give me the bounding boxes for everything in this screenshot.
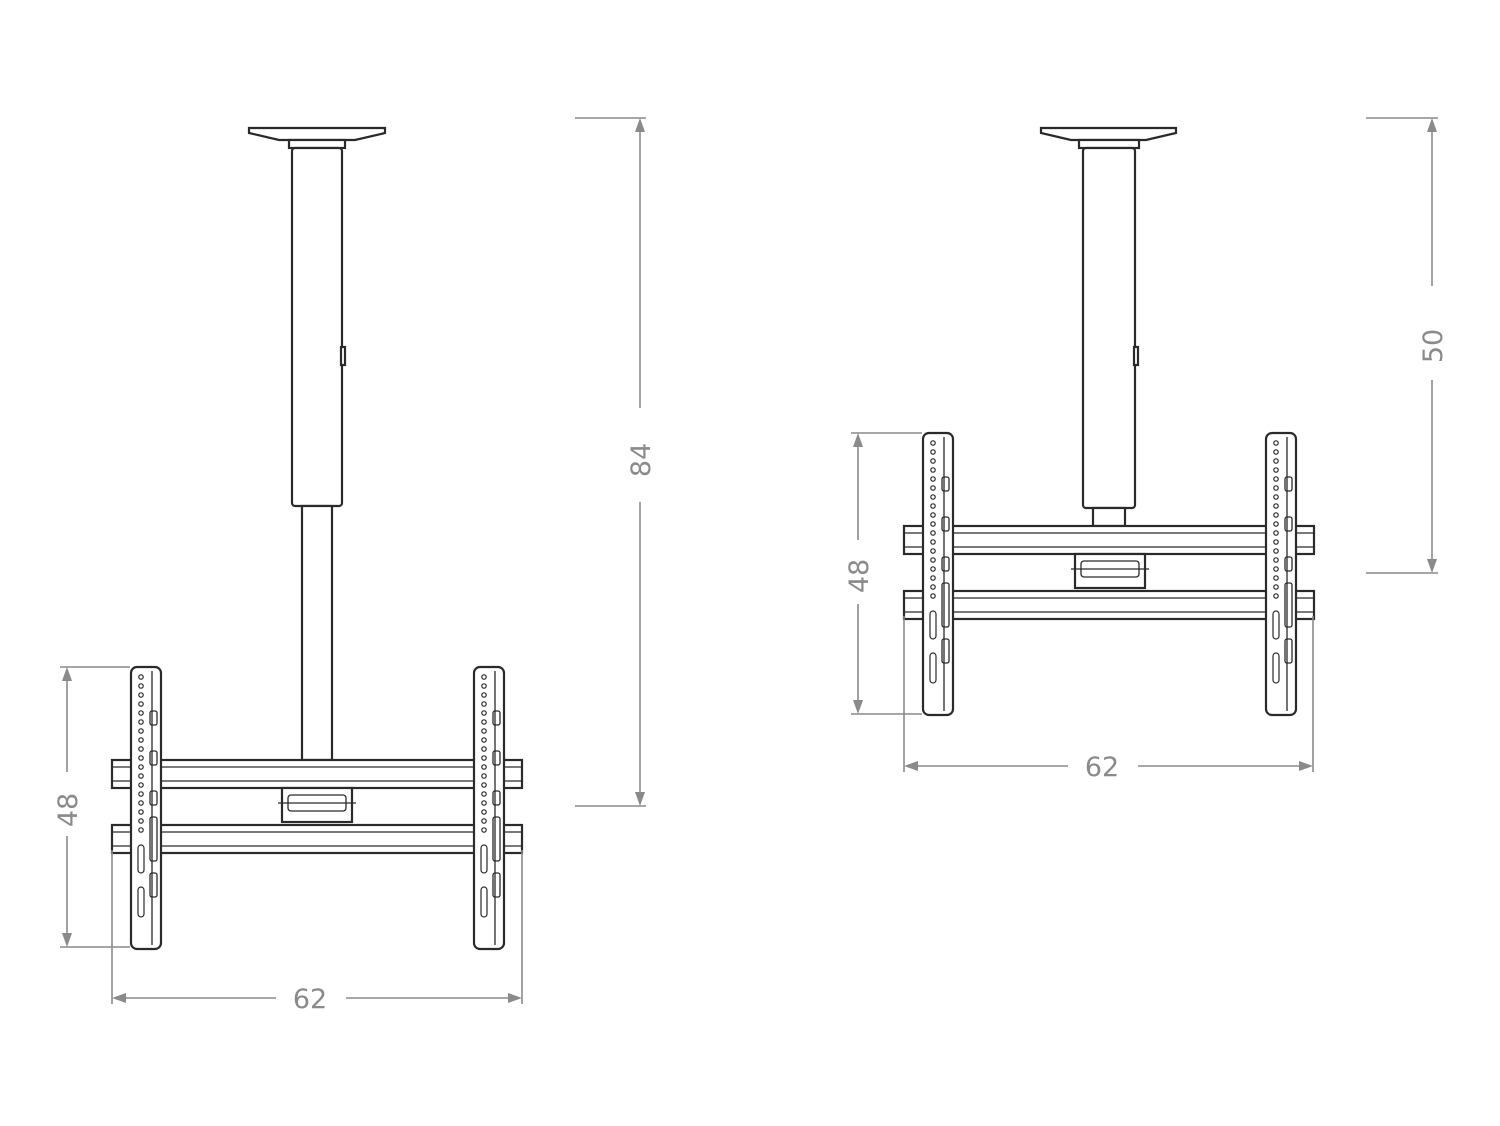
height-label: 84 xyxy=(626,443,657,477)
left-plate xyxy=(129,665,163,951)
retracted-mount-drawing xyxy=(902,126,1316,717)
retracted-dimensions: 50 48 62 xyxy=(844,117,1449,783)
width-label: 62 xyxy=(293,984,327,1015)
tilt-bracket xyxy=(280,786,354,824)
sleeve-collar xyxy=(287,138,347,150)
extended-mount-drawing xyxy=(110,126,524,951)
outer-pole xyxy=(290,146,344,508)
plate-height-label: 48 xyxy=(844,559,875,593)
tilt-bracket xyxy=(1073,552,1147,590)
right-plate xyxy=(1264,431,1298,717)
width-label: 62 xyxy=(1085,752,1119,783)
upper-bar xyxy=(902,524,1316,556)
pole-lock xyxy=(1132,345,1140,367)
inner-pole xyxy=(300,504,334,762)
sleeve-collar xyxy=(1077,138,1141,150)
ceiling-plate xyxy=(247,126,387,142)
plate-height-label: 48 xyxy=(53,793,84,827)
lower-bar xyxy=(110,823,524,855)
ceiling-plate xyxy=(1039,126,1178,142)
extended-dimensions: 84 48 62 xyxy=(53,117,657,1015)
outer-pole xyxy=(1081,146,1137,510)
pole-lock xyxy=(339,345,347,367)
lower-bar xyxy=(902,589,1316,621)
right-plate xyxy=(472,665,506,951)
upper-bar xyxy=(110,758,524,790)
left-plate xyxy=(921,431,955,717)
height-label: 50 xyxy=(1418,329,1449,363)
inner-pole xyxy=(1091,506,1127,528)
